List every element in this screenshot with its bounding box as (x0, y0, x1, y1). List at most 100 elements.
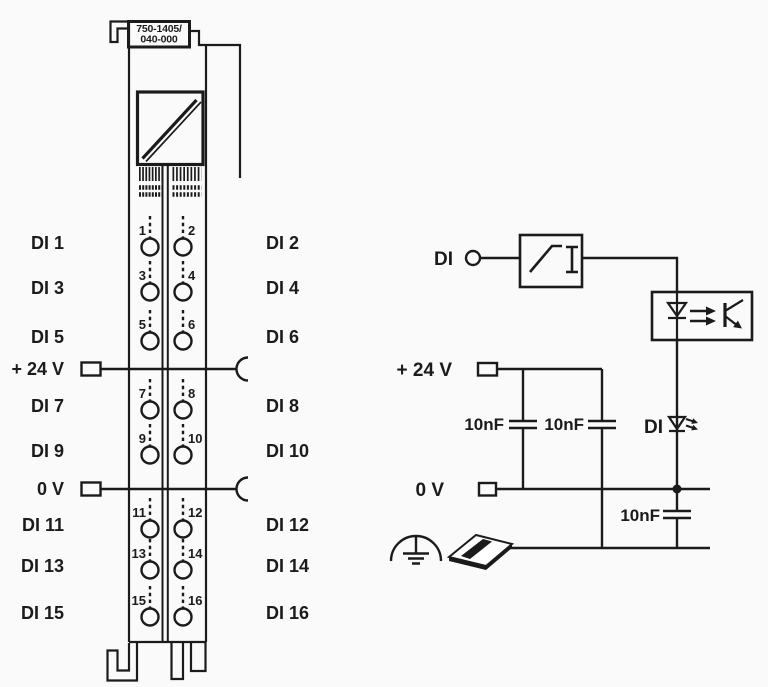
channel-label-left: DI 15 (21, 603, 64, 623)
pin-number-right: 14 (188, 546, 203, 561)
arrowhead (706, 316, 716, 326)
mounting-foot-left (106, 642, 139, 682)
status-display (135, 90, 205, 197)
led-label: DI (644, 417, 663, 438)
contact-circle (140, 519, 160, 539)
contact-circle (173, 331, 193, 351)
channel-label-right: DI 10 (266, 441, 309, 461)
capacitor-2: 10nF (544, 369, 616, 548)
channel-label-right: DI 14 (266, 556, 309, 576)
io-module: 750-1405/ 040-000 + 24 V 0 V (11, 20, 309, 682)
channel-label-left: DI 7 (31, 396, 64, 416)
led-icon (666, 415, 688, 433)
pin-number-right: 12 (188, 505, 202, 520)
part-number-line1: 750-1405/ (136, 23, 182, 35)
contact-row: DI 11 11 12 DI 12 (22, 498, 309, 539)
pin-number-right: 10 (188, 431, 202, 446)
status-led: DI (644, 415, 698, 438)
channel-label-right: DI 2 (266, 233, 299, 253)
part-number-line2: 040-000 (140, 34, 177, 46)
contact-row: DI 7 7 8 DI 8 (31, 379, 299, 420)
capacitor-plates-icon (663, 509, 691, 520)
threshold-ramp-icon (529, 244, 562, 273)
supply-terminal-icon (476, 361, 499, 377)
schematic-ground-label: 0 V (415, 480, 444, 501)
contact-row: DI 3 3 4 DI 4 (31, 261, 299, 302)
arrowhead (691, 418, 698, 424)
channel-label-left: DI 9 (31, 441, 64, 461)
pin-number-left: 7 (139, 386, 146, 401)
channel-label-right: DI 16 (266, 603, 309, 623)
pin-number-right: 4 (188, 268, 196, 283)
schematic-input-label: DI (434, 249, 453, 270)
marking-label: 750-1405/ 040-000 (127, 20, 191, 49)
input-filter-block (518, 233, 584, 289)
display-diagonal-thin (145, 101, 202, 163)
capacitor-plates-icon (509, 419, 537, 430)
part-number-box (127, 20, 191, 49)
module-top-right-step (190, 29, 242, 178)
capacitor-value: 10nF (464, 415, 504, 434)
input-channel-schematic: DI + 24 V 10nF (389, 233, 754, 570)
mounting-foot-right (189, 642, 207, 673)
earth-bars (403, 552, 429, 565)
optocoupler (650, 290, 754, 342)
filter-box (518, 233, 584, 289)
rail-thickness (449, 544, 512, 570)
contact-circle (173, 519, 193, 539)
light-arrows-icon (690, 309, 707, 323)
rail-channel (461, 539, 492, 559)
supply-label: + 24 V (11, 359, 64, 379)
contact-circle (140, 237, 160, 257)
release-latch (109, 20, 129, 44)
ground-label: 0 V (37, 479, 64, 499)
mounting-foot-middle (170, 642, 185, 681)
power-jumper-24v: + 24 V (11, 356, 249, 382)
contact-row: DI 9 9 10 DI 10 (31, 424, 309, 465)
ground-terminal-icon (477, 481, 498, 497)
emitter-arrowhead (733, 320, 742, 329)
contact-circle (173, 237, 193, 257)
capacitor-plates-icon (588, 419, 616, 430)
arrowhead (706, 306, 716, 316)
contact-circle (140, 400, 160, 420)
contact-circle (173, 560, 193, 580)
pin-number-left: 5 (139, 317, 146, 332)
wire (582, 256, 679, 292)
channel-label-right: DI 12 (266, 515, 309, 535)
din-rail-icon (446, 533, 515, 570)
channel-label-left: DI 1 (31, 233, 64, 253)
contact-circle (173, 445, 193, 465)
channel-label-left: DI 5 (31, 327, 64, 347)
contact-circle (140, 445, 160, 465)
schematic-supply-label: + 24 V (397, 360, 453, 381)
power-jumper-socket-icon (235, 476, 249, 502)
contact-row: DI 1 1 2 DI 2 (31, 216, 299, 257)
contact-circle (140, 282, 160, 302)
pin-number-right: 16 (188, 593, 202, 608)
channel-label-right: DI 4 (266, 278, 299, 298)
functional-earth-icon (389, 534, 443, 565)
channel-label-right: DI 8 (266, 396, 299, 416)
channel-label-left: DI 13 (21, 556, 64, 576)
pin-number-right: 6 (188, 317, 195, 332)
contact-circle (140, 331, 160, 351)
contact-row: DI 13 13 14 DI 14 (21, 539, 309, 580)
module-outline (106, 20, 242, 682)
capacitor-1: 10nF (464, 369, 537, 489)
pin-number-left: 15 (132, 593, 146, 608)
contact-circle (140, 560, 160, 580)
power-jumper-socket-icon (235, 356, 249, 382)
phototransistor-icon (724, 299, 744, 327)
channel-label-left: DI 3 (31, 278, 64, 298)
contact-circle (173, 282, 193, 302)
capacitor-value: 10nF (620, 506, 660, 525)
current-limit-i-icon (566, 245, 578, 274)
contact-circle (173, 400, 193, 420)
power-jumper-0v: 0 V (37, 476, 249, 502)
pin-number-right: 2 (188, 223, 195, 238)
channel-label-right: DI 6 (266, 327, 299, 347)
capacitor-3: 10nF (620, 489, 691, 548)
